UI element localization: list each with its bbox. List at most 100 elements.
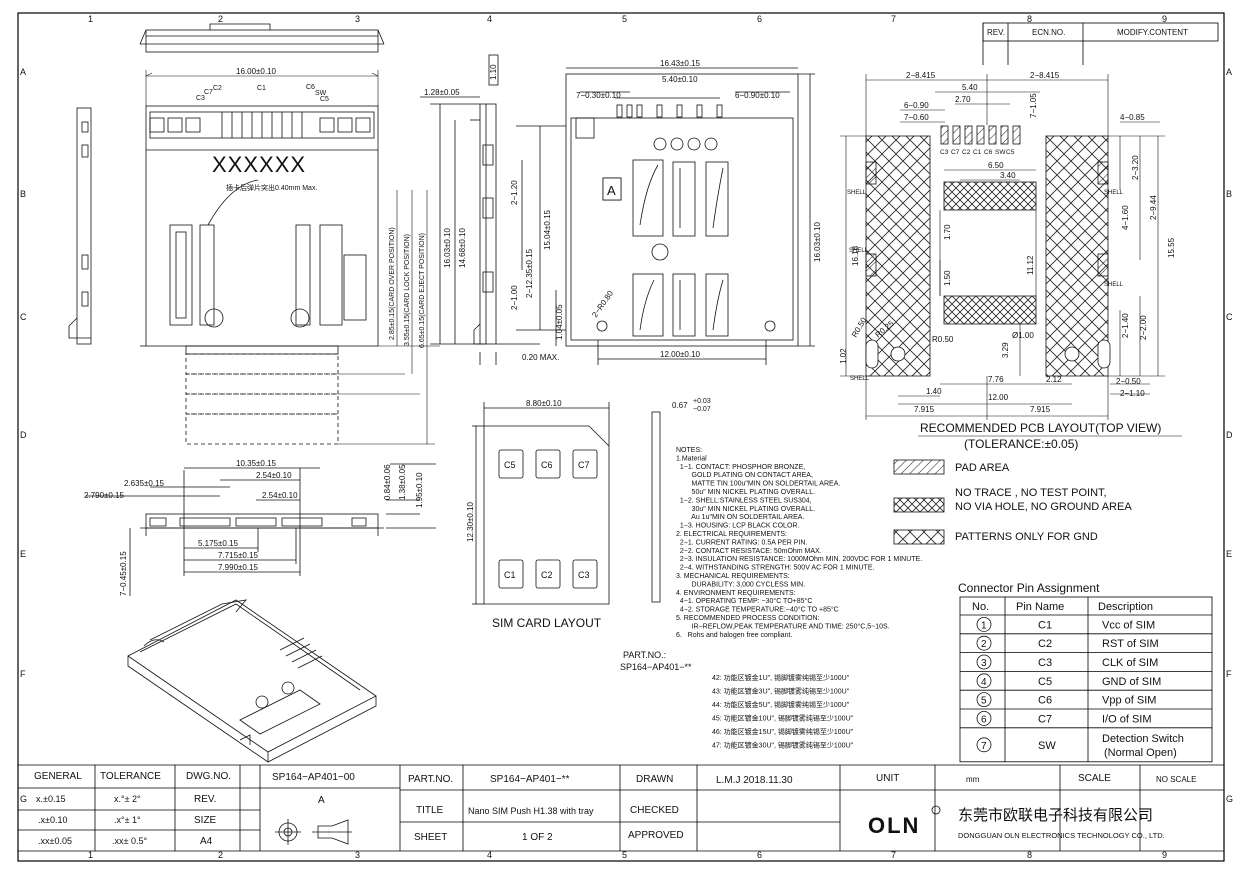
bottom-d5: 1.04±0.05 [555, 304, 564, 340]
note-line: 2−1. CURRENT RATING: 0.5A PER PIN. [676, 539, 807, 546]
pcb-right-w: 2−8.415 [1030, 71, 1060, 80]
tol-xxx: .xx±0.05 [38, 836, 72, 846]
front-pin-label: C3 [196, 95, 205, 102]
note-line: NOTES: [676, 447, 702, 454]
sim-pad [535, 559, 561, 589]
grid-col-label: 4 [487, 850, 492, 860]
front-pin-label: C7 [204, 89, 213, 96]
part-no-label: PART.NO.: [623, 650, 666, 660]
company-logo: OLN [868, 805, 941, 838]
dwg-no-label: DWG.NO. [186, 771, 231, 782]
pcb-h1555: 15.55 [1167, 237, 1176, 258]
note-line: 4. ENVIRONMENT REQUIREMENTS: [676, 590, 796, 597]
tolerance-label: TOLERANCE [100, 771, 161, 782]
grid-col-label: 2 [218, 14, 223, 24]
contact-hole [687, 137, 701, 151]
bottom-view-contact-holes [616, 104, 723, 261]
mounting-tab [355, 117, 371, 133]
pcb-h1618: 16.18 [851, 245, 860, 266]
pin-number-circle [976, 711, 992, 726]
side-h1-dim: 16.03±0.10 [443, 227, 452, 268]
grid-row-label: B [1226, 189, 1232, 199]
pcb-pad [940, 125, 949, 145]
pcb-p760: 7−0.60 [904, 113, 929, 122]
revision-block [982, 22, 1219, 65]
contact-tail [636, 104, 643, 118]
pin-description: CLK of SIM [1102, 657, 1158, 669]
pcb-shell-mr: SHELL [1104, 282, 1124, 288]
front-pin-label: C5 [320, 96, 329, 103]
sheet-value: 1 OF 2 [522, 832, 553, 843]
sim-thickness: 0.67 [672, 401, 688, 410]
pcb-h329: 3.29 [1001, 342, 1010, 358]
sim-thickness-up: +0.03 [693, 398, 711, 405]
grid-col-label: 6 [757, 14, 762, 24]
pin-number-circle [976, 617, 992, 632]
lower-w2635: 2.635±0.15 [124, 479, 165, 488]
pcb-w140: 1.40 [926, 387, 942, 396]
bottom-mark: A [607, 183, 616, 198]
mounting-tab [319, 117, 335, 133]
grid-col-label: 5 [622, 14, 627, 24]
bottom-inner-dim: 5.40±0.10 [662, 75, 698, 84]
pin-description-2: (Normal Open) [1104, 747, 1177, 759]
rev-header: REV. [987, 28, 1005, 37]
grid-col-label: 1 [88, 850, 93, 860]
grid-row-label: D [20, 430, 27, 440]
grid-col-label: 8 [1027, 14, 1032, 24]
legend-gnd-label: PATTERNS ONLY FOR GND [955, 531, 1098, 543]
company-name-cn: 东莞市欧联电子科技有限公司 [958, 807, 1153, 824]
side-top-dim: 1.28±0.05 [424, 88, 460, 97]
note-line: GOLD PLATING ON CONTACT AREA, [676, 472, 813, 479]
pin-name: C6 [1038, 695, 1052, 707]
card-positions-dashed [185, 353, 339, 445]
lower-w1035: 10.35±0.15 [236, 459, 277, 468]
pcb-pads [940, 125, 1021, 145]
pcb-w7915a: 7.915 [914, 405, 935, 414]
drawn-label: DRAWN [636, 774, 673, 785]
pcb-pin-label: SW [995, 149, 1006, 156]
bottom-d7: 16.03±0.10 [813, 221, 822, 262]
grid-col-label: 5 [622, 850, 627, 860]
dim-card-eject: 6.65±0.15(CARD EJECT POSITION) [419, 233, 426, 348]
note-line: 5. RECOMMENDED PROCESS CONDITION: [676, 615, 820, 622]
grid-row-label: G [20, 794, 27, 804]
grid-row-label: E [20, 549, 26, 559]
front-dim-lines [145, 70, 440, 445]
grid-row-label: A [20, 67, 26, 77]
pin-name: C5 [1038, 676, 1052, 688]
note-line: DURABILITY: 3,000 CYCLESS MIN. [676, 581, 805, 588]
pcb-h200: 2−2.00 [1139, 315, 1148, 340]
bottom-right-dim: 6−0.90±0.10 [735, 91, 780, 100]
lower-w254a: 2.54±0.10 [256, 471, 292, 480]
pin-number: 1 [981, 620, 987, 631]
pin-number: 3 [981, 658, 987, 669]
sim-width: 8.80±0.10 [526, 399, 562, 408]
pin-description: Detection Switch [1102, 733, 1184, 745]
pcb-r050b: R0.50 [932, 335, 954, 344]
bottom-view [516, 67, 815, 365]
front-pin-label: C2 [213, 85, 222, 92]
lower-side-view [86, 463, 436, 596]
pcb-h240: 2−1.40 [1121, 313, 1130, 338]
grid-col-label: 7 [891, 850, 896, 860]
tol-xdeg: x.°± 2° [114, 794, 141, 804]
part-no-variants: 42: 功能区镀金1U", 锡脚镀雾纯锡至少100U"43: 功能区镀金3U",… [712, 673, 854, 750]
modify-header: MODIFY.CONTENT [1117, 28, 1188, 37]
sim-pad [572, 449, 598, 479]
title-value: Nano SIM Push H1.38 with tray [468, 806, 594, 816]
drawn-value: L.M.J 2018.11.30 [716, 775, 793, 786]
pcb-w7915b: 7.915 [1030, 405, 1051, 414]
pcb-h944: 2−9.44 [1149, 195, 1158, 220]
pin-table-header: Description [1098, 601, 1153, 613]
scale-value: NO SCALE [1156, 775, 1196, 784]
grid-row-label: F [20, 669, 26, 679]
pcb-pad [1012, 125, 1021, 145]
title-label: TITLE [416, 805, 444, 816]
bottom-mark-box [602, 177, 622, 201]
general-label: GENERAL [34, 771, 82, 782]
note-line: 1−3. HOUSING: LCP BLACK COLOR. [676, 523, 799, 530]
pcb-w340: 3.40 [1000, 171, 1016, 180]
lower-w5175: 5.175±0.15 [198, 539, 239, 548]
